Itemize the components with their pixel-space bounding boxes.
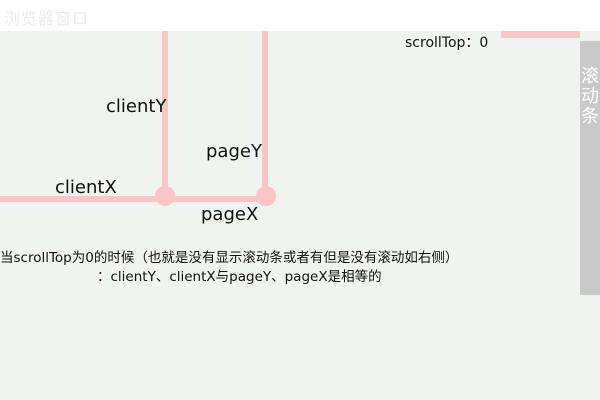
note-line-2: ：clientY、clientX与pageY、pageX是相等的 [97, 269, 382, 285]
scrollbar-label-char: 条 [581, 106, 599, 127]
client-x-label: clientX [55, 177, 117, 198]
scrollbar[interactable]: 滚 动 条 [580, 41, 600, 295]
page-x-label: pageX [201, 204, 259, 225]
client-x-line [0, 196, 166, 202]
scrollbar-label: 滚 动 条 [580, 67, 600, 127]
page-y-line [262, 31, 268, 196]
scroll-top-line [501, 31, 580, 38]
window-title: 浏览器窗口 [4, 9, 90, 28]
browser-titlebar: 浏览器窗口 [0, 0, 600, 31]
page-y-label: pageY [206, 141, 262, 162]
client-y-label: clientY [106, 96, 167, 117]
scrollbar-label-char: 滚 [581, 66, 599, 87]
page-x-line [166, 196, 266, 202]
scroll-top-label: scrollTop：0 [405, 35, 489, 51]
client-y-line [162, 31, 168, 196]
note-line-1: 当scrollTop为0的时候（也就是没有显示滚动条或者有但是没有滚动如右侧） [0, 250, 459, 266]
client-point-dot [155, 186, 175, 206]
page-point-dot [256, 186, 276, 206]
scrollbar-label-char: 动 [581, 86, 599, 107]
